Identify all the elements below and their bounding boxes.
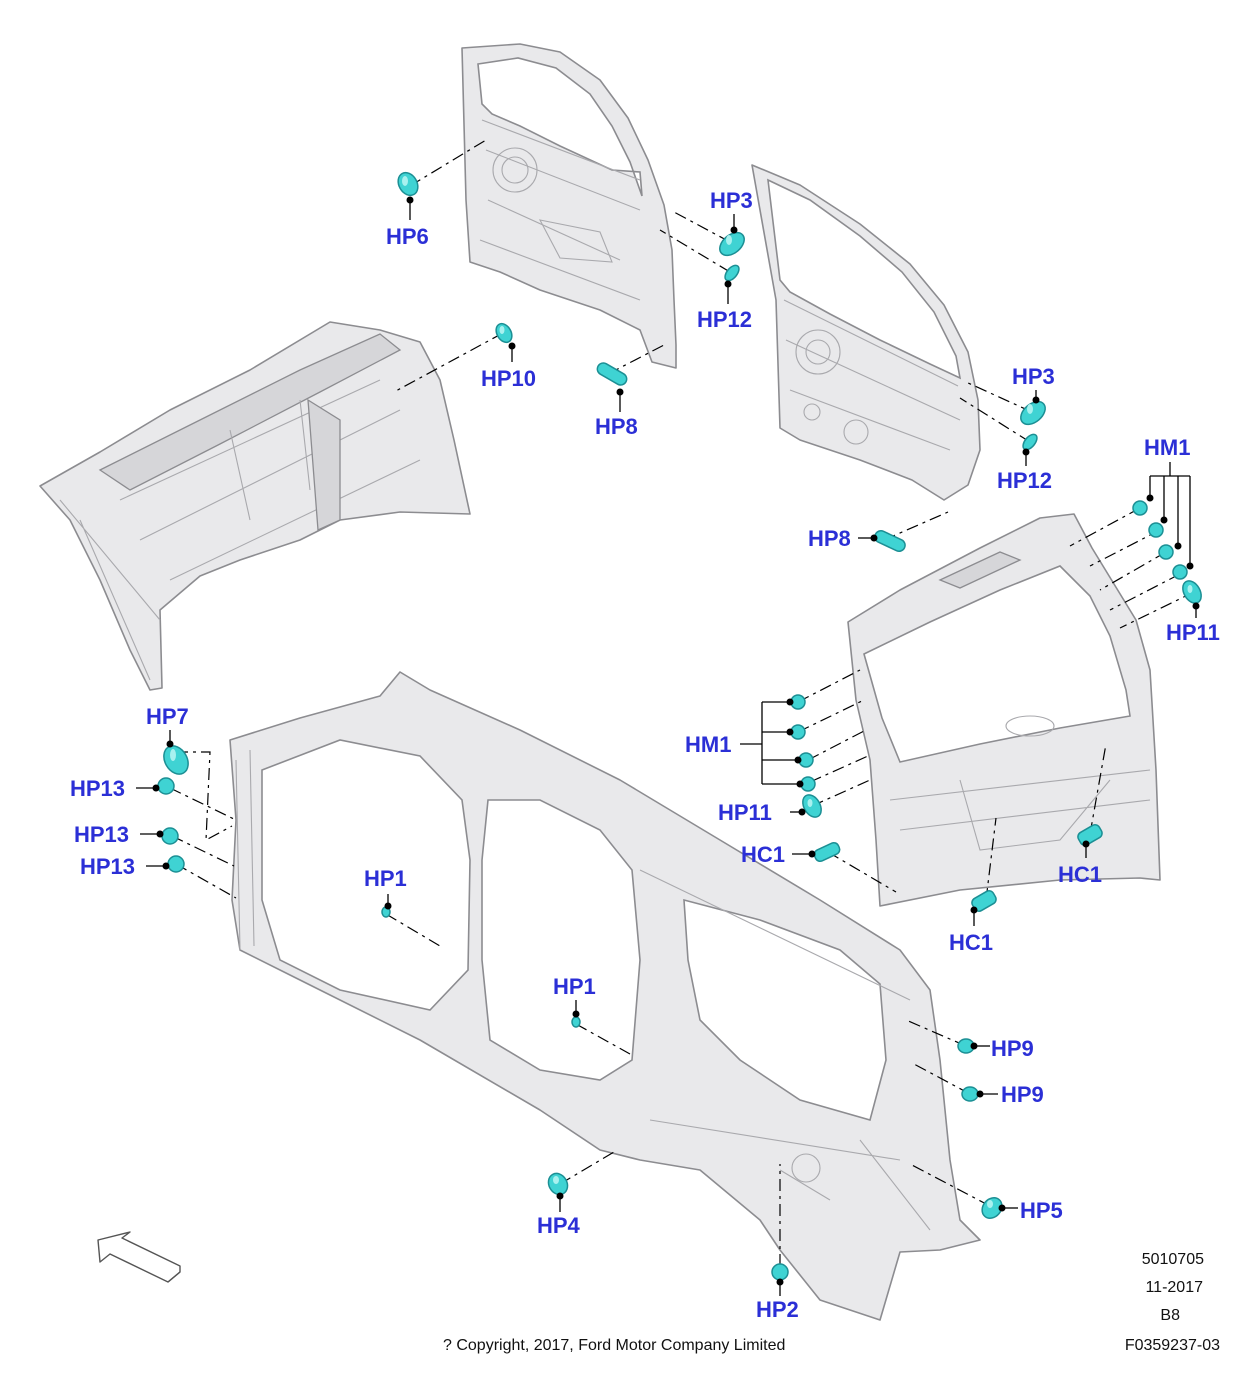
label-hp2: HP2 (756, 1297, 799, 1322)
plug-hp12-rear (1022, 433, 1038, 451)
plug-hc1-left (813, 841, 841, 863)
label-hm1-left: HM1 (685, 732, 731, 757)
plug-hp7 (163, 745, 189, 775)
label-hp8-rear: HP8 (808, 526, 851, 551)
label-hc1-left: HC1 (741, 842, 785, 867)
plug-hp8-front (596, 362, 628, 386)
plug-hp13-b (161, 827, 179, 845)
plug-hp12-front (724, 264, 740, 282)
front-door-panel (461, 43, 677, 369)
dash-panel (39, 321, 471, 691)
plug-hm1-top-1 (1132, 500, 1148, 516)
plug-hm1-top-3 (1158, 544, 1174, 560)
label-hp3-front: HP3 (710, 188, 753, 213)
rear-door-panel (751, 164, 981, 501)
plug-hc1-right (1077, 824, 1103, 846)
plug-hp2 (771, 1263, 789, 1281)
plug-hm1-top-4 (1172, 564, 1188, 580)
label-hp9-b: HP9 (1001, 1082, 1044, 1107)
copyright-text: ? Copyright, 2017, Ford Motor Company Li… (443, 1337, 785, 1354)
issue-date: 11-2017 (1145, 1279, 1203, 1296)
label-hc1-right: HC1 (1058, 862, 1102, 887)
label-hp1-front: HP1 (364, 866, 407, 891)
label-hp8-front: HP8 (595, 414, 638, 439)
plug-hm1-top-2 (1148, 522, 1164, 538)
plug-hp13-a (157, 777, 175, 795)
plug-hp4 (547, 1172, 569, 1196)
label-hp11-top: HP11 (1166, 620, 1220, 645)
label-hp12-front: HP12 (697, 307, 752, 332)
part-labels: HP6 HP3 HP12 HP10 HP8 HP3 HP12 HM1 HP8 H… (70, 188, 1220, 1322)
plug-hp5 (981, 1197, 1003, 1219)
label-hp3-rear: HP3 (1012, 364, 1055, 389)
plug-hp3-rear (1020, 400, 1046, 426)
plug-hp1-rear (571, 1016, 581, 1028)
label-hp10: HP10 (481, 366, 536, 391)
label-hp12-rear: HP12 (997, 468, 1052, 493)
plug-hp6 (397, 171, 419, 197)
dashed-leader-lines (169, 139, 1195, 1266)
plug-hp8-rear (874, 530, 906, 552)
liftgate-panel (847, 513, 1161, 907)
label-hp5: HP5 (1020, 1198, 1063, 1223)
label-hp13-c: HP13 (80, 854, 135, 879)
body-side-panel (229, 671, 981, 1321)
label-hp7: HP7 (146, 704, 189, 729)
footer: ? Copyright, 2017, Ford Motor Company Li… (443, 1251, 1220, 1354)
label-hp11-left: HP11 (718, 800, 772, 825)
front-direction-arrow-icon (97, 1231, 181, 1283)
plug-hp11-left (802, 794, 822, 818)
plug-hp13-c (167, 855, 185, 873)
label-hp13-a: HP13 (70, 776, 125, 801)
plug-hp11-top (1182, 580, 1202, 604)
label-hp1-rear: HP1 (553, 974, 596, 999)
label-hp13-b: HP13 (74, 822, 129, 847)
plug-hp10 (495, 322, 513, 344)
label-hm1-top: HM1 (1144, 435, 1190, 460)
label-leaders (136, 196, 1200, 1296)
reference-number: 5010705 (1142, 1251, 1204, 1268)
label-hp6: HP6 (386, 224, 429, 249)
label-hc1-bottom: HC1 (949, 930, 993, 955)
label-hp9-a: HP9 (991, 1036, 1034, 1061)
label-hp4: HP4 (537, 1213, 581, 1238)
plug-hp3-front (719, 231, 745, 257)
plug-hp9-b (961, 1086, 979, 1102)
revision-code: B8 (1160, 1307, 1180, 1324)
figure-id: F0359237-03 (1125, 1337, 1220, 1354)
